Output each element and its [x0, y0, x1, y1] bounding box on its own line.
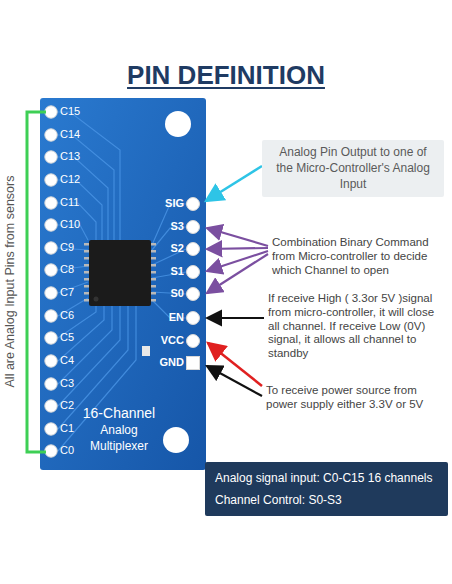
- board-text: 16-Channel: [64, 405, 174, 422]
- pcb-traces: [58, 112, 186, 451]
- pin-name: S0: [130, 287, 184, 300]
- callout-text: Combination Binary Command from Micro-co…: [272, 236, 444, 277]
- pin-name: C10: [60, 218, 80, 231]
- pin-name: VCC: [130, 334, 184, 347]
- pin-name: C7: [60, 286, 74, 299]
- pin-name: C14: [60, 128, 80, 141]
- board-text: Analog: [64, 423, 174, 437]
- leader-arrow: [208, 343, 262, 386]
- pin-name: S3: [130, 220, 184, 233]
- leader-arrows: [207, 228, 268, 293]
- leader-arrow: [207, 317, 264, 319]
- left-pin-pads: [45, 106, 57, 457]
- pin-name: C12: [60, 173, 80, 186]
- pin-name: C11: [60, 196, 79, 209]
- box-text: Channel Control: S0-S3: [215, 492, 438, 508]
- callout-text: To receive power source from power suppl…: [266, 384, 444, 412]
- pin-name: C8: [60, 263, 74, 276]
- pin-name: C4: [60, 354, 74, 367]
- pin-name: C9: [60, 241, 74, 254]
- box-text: Analog Pin Output to one of the Micro-Co…: [272, 144, 434, 193]
- pin-name: C15: [60, 105, 80, 118]
- board-text: Multiplexer: [64, 439, 174, 453]
- callout-text: If receive High ( 3.3or 5V )signal from …: [268, 292, 448, 361]
- right-pin-pads: [187, 198, 200, 370]
- pin-name: S1: [130, 265, 184, 278]
- box-text: Analog signal input: C0-C15 16 channels: [215, 470, 438, 486]
- info-box: Analog signal input: C0-C15 16 channelsC…: [205, 462, 448, 516]
- leader-arrow: [206, 166, 262, 201]
- pin-name: C3: [60, 377, 74, 390]
- pin-name: C13: [60, 150, 80, 163]
- leader-arrow: [207, 366, 262, 396]
- smd-pad: [142, 346, 150, 356]
- pin-name: C0: [60, 444, 74, 457]
- pin-name: C1: [60, 422, 74, 435]
- pin-name: GND: [130, 356, 184, 369]
- side-note: All are Analog Input Pins from sensors: [3, 100, 18, 464]
- mount-hole: [163, 427, 189, 453]
- pin-name: EN: [130, 311, 184, 324]
- mount-hole: [165, 111, 191, 137]
- pin-name: C2: [60, 399, 74, 412]
- pcb-board: [40, 98, 206, 470]
- pin-name: S2: [130, 242, 184, 255]
- pin-name: C6: [60, 309, 74, 322]
- pin-name: C5: [60, 331, 74, 344]
- ic-chip: [84, 240, 156, 306]
- callout-box: Analog Pin Output to one of the Micro-Co…: [262, 140, 444, 197]
- title: PIN DEFINITION: [0, 60, 452, 91]
- bracket: [27, 112, 46, 452]
- pin-name: SIG: [130, 197, 184, 210]
